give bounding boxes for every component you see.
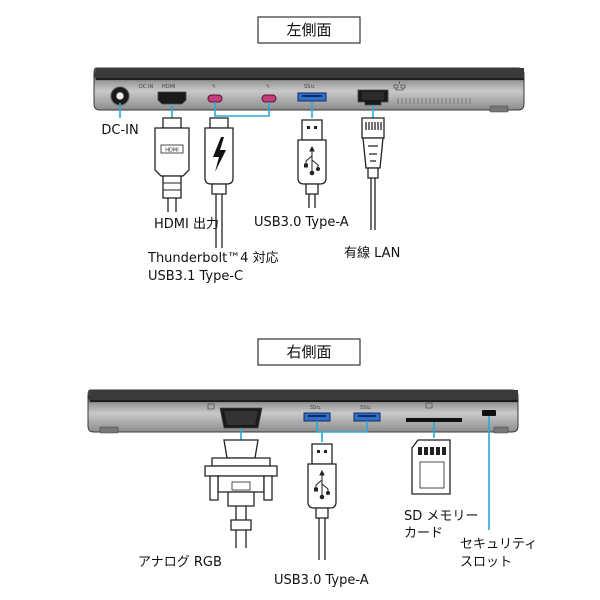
right-laptop-body: SS⇆ SS⇆ [87,389,519,434]
left-vent [397,98,471,104]
vga-cable [204,439,278,548]
vga-port [207,403,263,429]
svg-text:ϟ: ϟ [212,84,215,90]
sd-label-line1: SD メモリー [404,509,478,524]
right-side-section: 右側面 SS⇆ SS⇆ [87,338,537,588]
left-side-section: 左側面 [93,16,525,284]
lan-port [357,81,406,106]
left-side-title: 左側面 [286,21,331,39]
usb-icon [304,145,320,176]
svg-text:SS⇆: SS⇆ [304,84,315,90]
thunderbolt-bracket [214,102,270,117]
usb-port-left: SS⇆ [297,84,327,102]
hdmi-cable: HDMI [154,117,190,212]
security-label-line1: セキュリティ [460,537,537,552]
usb-label-left: USB3.0 Type-A [254,215,349,230]
dc-in-mark: DC IN [139,84,153,90]
hdmi-port: HDMI [157,84,187,105]
security-label-line2: スロット [460,555,512,570]
usb-cable-left [297,119,327,208]
thunderbolt-icon [213,137,226,172]
svg-text:ϟ: ϟ [266,84,269,90]
lan-label: 有線 LAN [344,245,400,261]
right-side-title: 右側面 [286,343,331,361]
dc-in-label: DC-IN [101,123,138,138]
sd-slot [406,402,462,422]
vga-label: アナログ RGB [138,555,222,570]
usb-label-right: USB3.0 Type-A [274,573,369,588]
usb-bracket-right [316,421,368,442]
hdmi-label: HDMI 出力 [154,217,219,232]
right-side-title-box [257,338,361,366]
hdmi-mark: HDMI [162,84,175,90]
thunderbolt-cable [204,117,234,248]
sd-label-line2: カード [404,526,443,541]
usb-cable-right [307,443,337,560]
svg-text:HDMI: HDMI [165,148,178,154]
lan-cable [361,117,385,230]
usb-icon [314,469,330,500]
thunderbolt-label-line1: Thunderbolt™4 対応 [147,251,279,266]
security-slot [482,410,496,416]
svg-text:SS⇆: SS⇆ [310,405,321,411]
thunderbolt-label-line2: USB3.1 Type-C [148,269,243,284]
svg-text:SS⇆: SS⇆ [360,405,371,411]
left-laptop-body: DC IN HDMI ϟ ϟ SS⇆ [93,67,525,113]
monitor-icon [207,403,215,410]
left-side-title-box [257,16,361,44]
sd-card-icon [411,439,451,495]
lan-icon [393,81,406,91]
